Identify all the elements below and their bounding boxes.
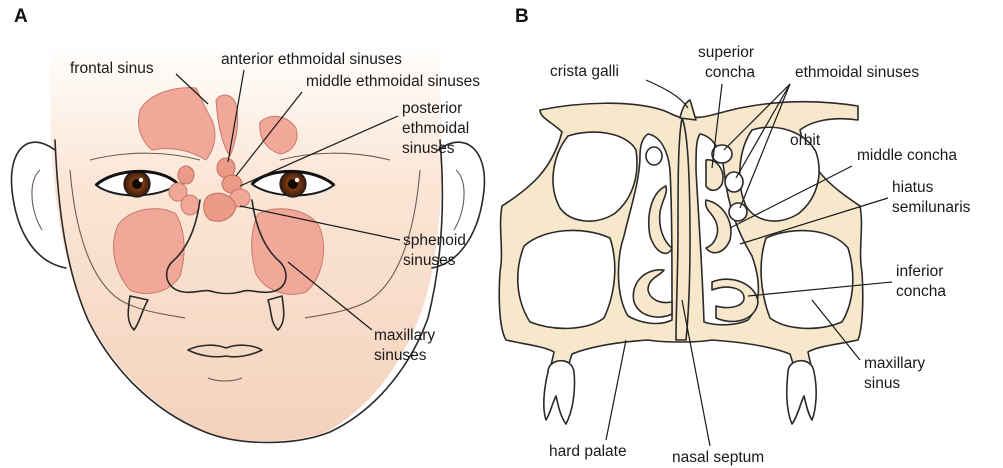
- label-maxillary-2: sinuses: [374, 347, 427, 364]
- right-ear-inner: [454, 170, 464, 230]
- label-crista-galli: crista galli: [550, 63, 619, 80]
- label-middle-ethmoidal: middle ethmoidal sinuses: [306, 73, 480, 90]
- panel-b-letter: B: [515, 6, 529, 27]
- label-superior-2: concha: [705, 64, 755, 81]
- label-ethmoidal: ethmoidal sinuses: [795, 64, 919, 81]
- label-superior-1: superior: [698, 44, 754, 61]
- label-posterior-2: ethmoidal: [402, 120, 469, 137]
- panel-b: B crista galli: [499, 6, 970, 466]
- label-hard-palate: hard palate: [549, 443, 627, 460]
- left-molar: [544, 361, 575, 424]
- label-middle-concha: middle concha: [857, 147, 957, 164]
- left-maxillary-sinus: [518, 230, 615, 328]
- leader-crista-galli: [646, 80, 688, 108]
- right-molar: [787, 361, 816, 424]
- label-frontal-sinus: frontal sinus: [70, 60, 154, 77]
- panel-a-letter: A: [14, 6, 28, 27]
- label-maxillary-sinus-2: sinus: [864, 375, 900, 392]
- panel-a: A: [11, 6, 484, 443]
- label-posterior-3: sinuses: [402, 140, 455, 157]
- leader-hard-palate: [606, 340, 626, 440]
- label-posterior-1: posterior: [402, 100, 462, 117]
- label-maxillary-sinus-1: maxillary: [864, 355, 925, 372]
- label-inferior-2: concha: [896, 283, 946, 300]
- crista-galli-shape: [680, 100, 696, 120]
- label-orbit: orbit: [790, 132, 821, 149]
- right-maxillary-sinus: [761, 231, 853, 329]
- label-hiatus-1: hiatus: [892, 179, 934, 196]
- label-sphenoid-1: sphenoid: [403, 232, 466, 249]
- label-anterior-ethmoidal: anterior ethmoidal sinuses: [221, 51, 402, 68]
- left-ear-inner: [32, 170, 42, 230]
- label-maxillary-1: maxillary: [374, 327, 435, 344]
- label-sphenoid-2: sinuses: [403, 252, 456, 269]
- face-outline: [50, 40, 442, 441]
- label-hiatus-2: semilunaris: [892, 199, 971, 216]
- label-nasal-septum: nasal septum: [672, 449, 764, 466]
- label-inferior-1: inferior: [896, 263, 943, 280]
